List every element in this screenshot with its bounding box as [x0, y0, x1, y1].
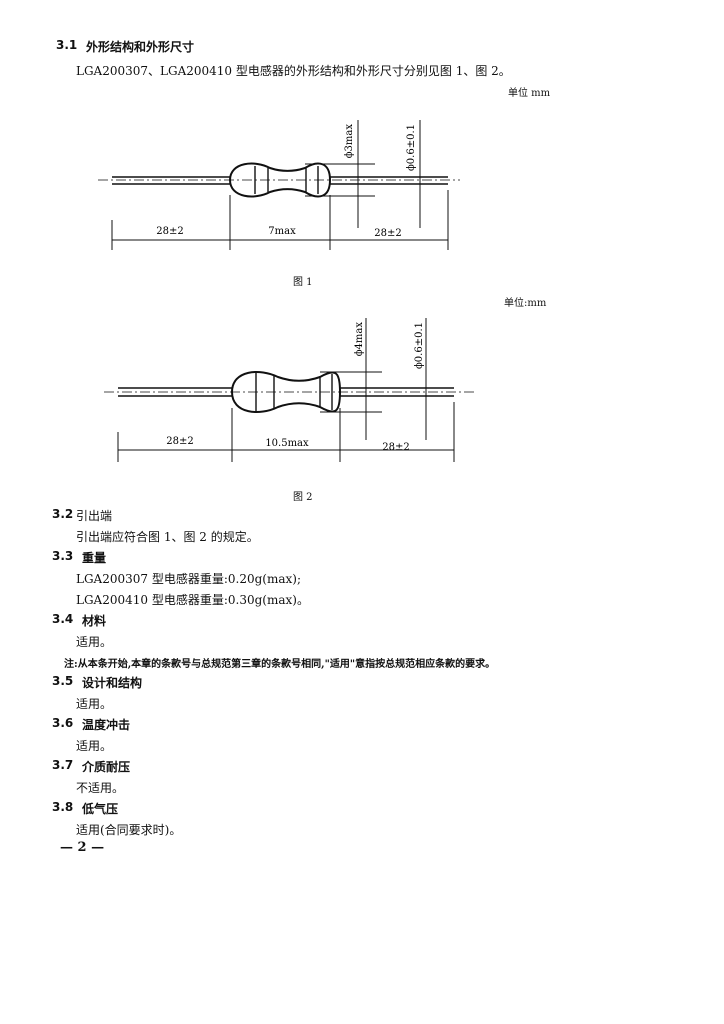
section-3-2-title: 引出端 — [76, 509, 113, 523]
figure1-lead-diameter-label: ϕ0.6±0.1 — [406, 124, 417, 171]
figure2-lead-diameter-label: ϕ0.6±0.1 — [414, 322, 425, 369]
page-number: — 2 — — [60, 840, 105, 855]
figure2-body-length-label: 10.5max — [265, 438, 309, 449]
section-3-3-line1: LGA200307 型电感器重量:0.20g(max); — [76, 572, 301, 586]
section-3-4-title: 材料 — [82, 614, 107, 628]
figure1-left-lead-label: 28±2 — [156, 226, 183, 237]
figure1-drawing: ϕ3max ϕ0.6±0.1 28±2 7max 28±2 — [98, 120, 460, 250]
figure1-caption: 图 1 — [293, 277, 313, 288]
section-3-4-number: 3.4 — [52, 612, 74, 626]
figure1-right-lead-label: 28±2 — [374, 228, 401, 239]
section-3-1-body: LGA200307、LGA200410 型电感器的外形结构和外形尺寸分别见图 1… — [76, 64, 511, 78]
section-3-4-body: 适用。 — [76, 635, 113, 649]
section-3-4-note: 注:从本条开始,本章的条款号与总规范第三章的条款号相同,"适用"意指按总规范相应… — [64, 659, 496, 670]
figure1-body-length-label: 7max — [268, 226, 296, 237]
section-3-7-number: 3.7 — [52, 758, 74, 772]
section-3-6-body: 适用。 — [76, 739, 113, 753]
figure2-caption: 图 2 — [293, 492, 313, 503]
section-3-6-number: 3.6 — [52, 716, 74, 730]
figure2-left-lead-label: 28±2 — [166, 436, 193, 447]
section-3-5-number: 3.5 — [52, 674, 74, 688]
figure1-unit: 单位 mm — [508, 88, 551, 99]
figure2-right-lead-label: 28±2 — [382, 442, 409, 453]
figure1-body-diameter-label: ϕ3max — [344, 124, 355, 159]
section-3-1-title: 外形结构和外形尺寸 — [86, 40, 195, 54]
section-3-5-title: 设计和结构 — [82, 676, 143, 690]
section-3-7-body: 不适用。 — [76, 781, 125, 795]
section-3-1-number: 3.1 — [56, 38, 78, 52]
section-3-7-title: 介质耐压 — [82, 760, 131, 774]
figure2-unit: 单位:mm — [504, 298, 547, 309]
section-3-2-body: 引出端应符合图 1、图 2 的规定。 — [76, 530, 259, 544]
section-3-3-number: 3.3 — [52, 549, 74, 563]
section-3-3-title: 重量 — [82, 551, 107, 565]
section-3-6-title: 温度冲击 — [82, 718, 131, 732]
figure2-drawing: ϕ4max ϕ0.6±0.1 28±2 10.5max 28±2 — [104, 318, 476, 462]
section-3-8-title: 低气压 — [82, 802, 119, 816]
figure2-body-diameter-label: ϕ4max — [354, 322, 365, 357]
section-3-5-body: 适用。 — [76, 697, 113, 711]
section-3-8-number: 3.8 — [52, 800, 74, 814]
section-3-2-number: 3.2 — [52, 507, 74, 521]
section-3-3-line2: LGA200410 型电感器重量:0.30g(max)。 — [76, 593, 309, 607]
section-3-8-body: 适用(合同要求时)。 — [76, 823, 182, 837]
